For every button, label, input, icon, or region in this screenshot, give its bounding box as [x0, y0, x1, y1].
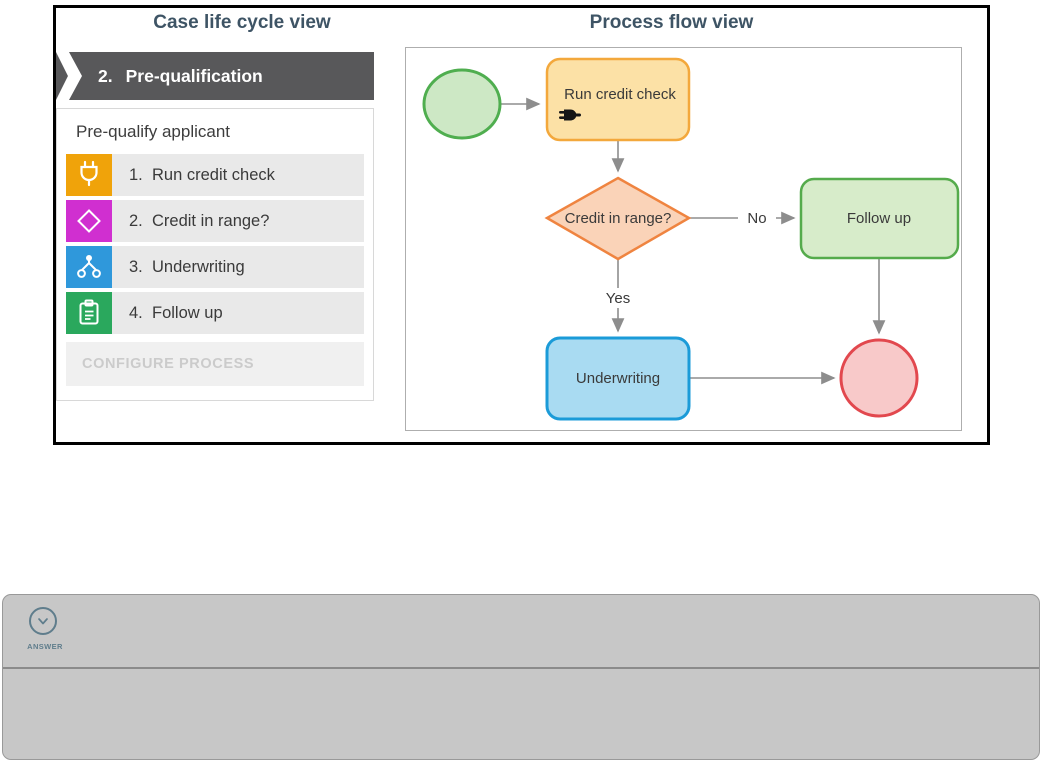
answer-panel: ANSWER [2, 594, 1040, 760]
decision-label: Credit in range? [565, 210, 672, 227]
step-label: Run credit check [152, 165, 275, 184]
lesson-figure: Case life cycle view Process flow view 2… [53, 5, 990, 445]
flow-edges: No Yes [500, 97, 886, 385]
answer-label: ANSWER [27, 642, 63, 651]
edge-label-yes: Yes [606, 290, 630, 307]
task-follow-up[interactable]: Follow up [799, 177, 960, 260]
stage-label: Pre-qualification [125, 65, 263, 86]
task-run-credit-check[interactable]: Run credit check [545, 57, 691, 142]
step-label: Credit in range? [152, 211, 270, 230]
step-number: 1. [129, 165, 143, 184]
task-label: Run credit check [564, 86, 676, 103]
plug-icon [559, 109, 581, 121]
step-number: 3. [129, 257, 143, 276]
split-icon [66, 246, 112, 288]
decision-credit-in-range[interactable]: Credit in range? [544, 176, 692, 261]
step-number: 4. [129, 303, 143, 322]
stage-number: 2. [98, 65, 113, 86]
step-label: Underwriting [152, 257, 245, 276]
case-lifecycle-title: Case life cycle view [153, 12, 331, 33]
task-underwriting[interactable]: Underwriting [545, 336, 691, 421]
end-event-node[interactable] [839, 338, 919, 418]
step-label: Follow up [152, 303, 223, 322]
edge-label-bg [599, 288, 637, 308]
task-label: Underwriting [576, 370, 660, 387]
edge-label-bg [738, 208, 776, 228]
configure-process-button[interactable]: CONFIGURE PROCESS [66, 342, 364, 386]
stage-chevron-icon [56, 52, 82, 100]
case-steps-panel: Pre-qualify applicant 1. Run credit chec… [56, 108, 374, 401]
plug-icon [66, 154, 112, 196]
step-row-run-credit-check[interactable]: 1. Run credit check [66, 154, 364, 196]
task-label: Follow up [847, 210, 911, 227]
step-row-underwriting[interactable]: 3. Underwriting [66, 246, 364, 288]
answer-toggle-button[interactable] [29, 607, 57, 635]
chevron-down-icon [38, 618, 48, 625]
answer-body [3, 669, 1039, 759]
start-event-node[interactable] [422, 68, 502, 140]
process-name: Pre-qualify applicant [76, 122, 231, 141]
process-flow-title: Process flow view [589, 12, 754, 33]
step-number: 2. [129, 211, 143, 230]
process-flow-svg: No Yes Run credit check Credit in ran [422, 57, 960, 421]
diamond-icon [66, 200, 112, 242]
step-row-credit-in-range[interactable]: 2. Credit in range? [66, 200, 364, 242]
clipboard-icon [66, 292, 112, 334]
stage-header[interactable]: 2. Pre-qualification [56, 52, 374, 100]
step-row-follow-up[interactable]: 4. Follow up [66, 292, 364, 334]
answer-header: ANSWER [3, 595, 1039, 669]
process-flow-canvas: No Yes Run credit check Credit in ran [405, 47, 962, 431]
edge-label-no: No [747, 210, 766, 227]
